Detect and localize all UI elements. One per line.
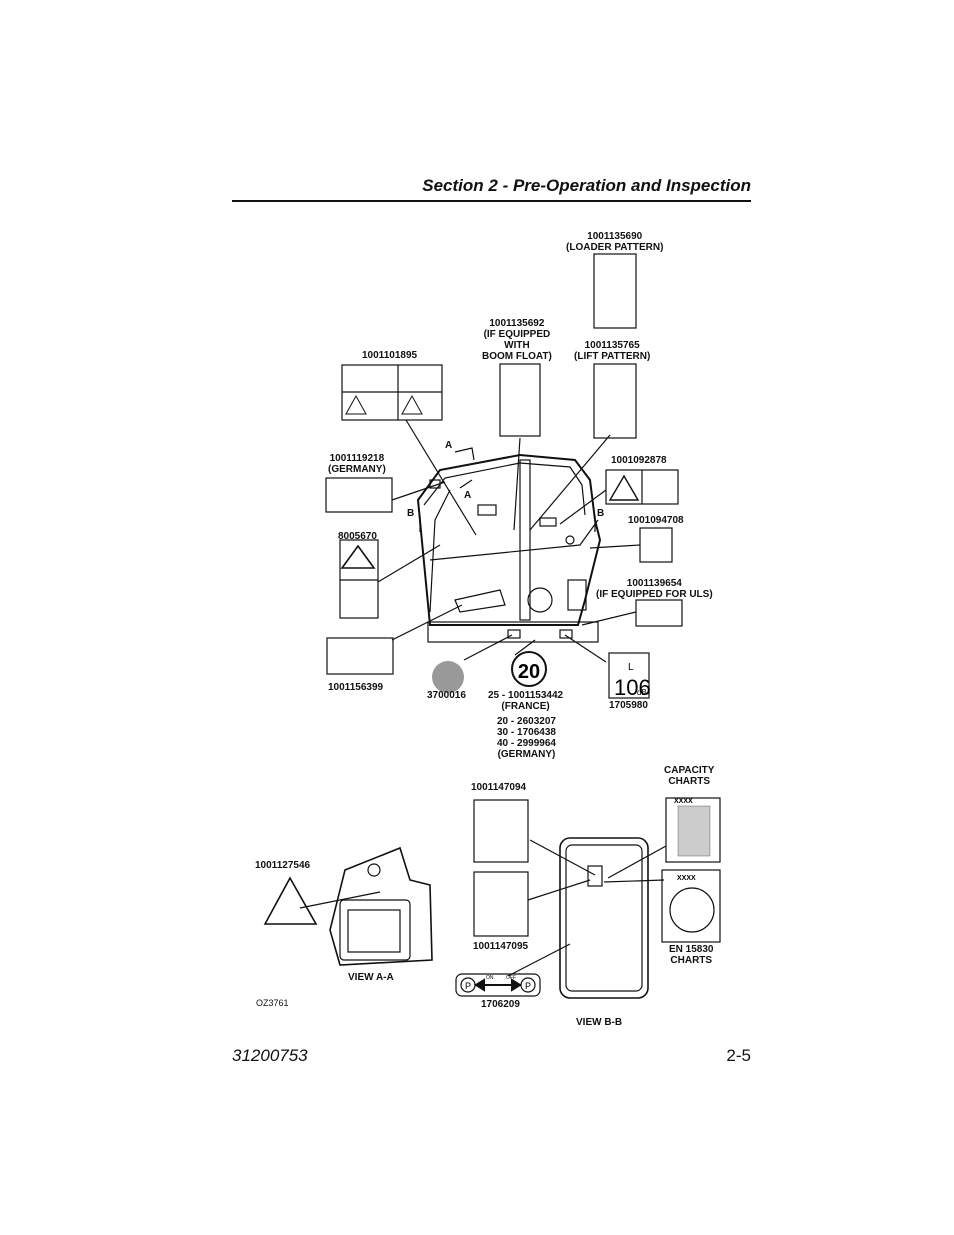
warning-triangle-icon bbox=[340, 544, 376, 569]
lwa-text: L bbox=[628, 662, 634, 673]
label-1001092878: 1001092878 bbox=[611, 455, 667, 466]
park-p-left: P bbox=[465, 981, 471, 991]
label-8005670: 8005670 bbox=[338, 531, 377, 542]
decal-3700016 bbox=[432, 661, 464, 693]
label-1001147095: 1001147095 bbox=[473, 941, 529, 952]
warning-triangle-icon bbox=[401, 394, 423, 415]
label-1001101895: 1001101895 bbox=[362, 350, 418, 361]
en15830-xxxx-text: XXXX bbox=[677, 875, 696, 882]
doc-number: 31200753 bbox=[232, 1046, 308, 1065]
label-uls: 1001139654 (IF EQUIPPED FOR ULS) bbox=[596, 578, 713, 600]
label-1705980: 1705980 bbox=[609, 700, 648, 711]
noise-decal-text: 106 bbox=[614, 675, 651, 700]
label-1001147094: 1001147094 bbox=[471, 782, 527, 793]
off-text: OFF bbox=[506, 975, 516, 981]
label-speed-france: 25 - 1001153442 (FRANCE) bbox=[488, 690, 564, 712]
marker-b-left: B bbox=[407, 508, 415, 519]
label-view-bb: VIEW B-B bbox=[576, 1017, 623, 1028]
label-loader-pattern: 1001135690 (LOADER PATTERN) bbox=[566, 231, 664, 253]
label-germany: 1001119218 (GERMANY) bbox=[328, 453, 386, 475]
label-en15830: EN 15830 CHARTS bbox=[669, 944, 714, 966]
speed-decal bbox=[511, 651, 547, 687]
page-number: 2-5 bbox=[726, 1046, 751, 1065]
capacity-chart-grid bbox=[677, 805, 711, 857]
label-1001127546: 1001127546 bbox=[255, 860, 311, 871]
label-1001156399: 1001156399 bbox=[328, 682, 384, 693]
marker-b-right: B bbox=[597, 508, 605, 519]
capacity-xxxx-text: XXXX bbox=[674, 798, 693, 805]
label-view-aa: VIEW A-A bbox=[348, 972, 394, 983]
header-rule bbox=[232, 200, 751, 202]
label-lift-pattern: 1001135765 (LIFT PATTERN) bbox=[574, 340, 651, 362]
warning-triangle-icon bbox=[345, 394, 367, 415]
section-title: Section 2 - Pre-Operation and Inspection bbox=[422, 176, 751, 195]
label-capacity-charts: CAPACITY CHARTS bbox=[664, 765, 715, 787]
label-speed-germany: 20 - 2603207 30 - 1706438 40 - 2999964 (… bbox=[497, 716, 556, 760]
label-3700016: 3700016 bbox=[427, 690, 466, 701]
label-boom-float: 1001135692 (IF EQUIPPED WITH BOOM FLOAT) bbox=[482, 318, 552, 362]
label-1706209: 1706209 bbox=[481, 999, 520, 1010]
park-p-right: P bbox=[525, 981, 531, 991]
speed-decal-text: 20 bbox=[518, 661, 540, 683]
warning-triangle-icon bbox=[608, 474, 640, 501]
marker-a-bottom: A bbox=[464, 490, 472, 501]
figure-id: OZ3761 bbox=[256, 998, 289, 1008]
label-1001094708: 1001094708 bbox=[628, 515, 684, 526]
marker-a-top: A bbox=[445, 440, 453, 451]
on-text: ON bbox=[486, 975, 494, 981]
noise-unit-text: dB bbox=[637, 688, 647, 697]
